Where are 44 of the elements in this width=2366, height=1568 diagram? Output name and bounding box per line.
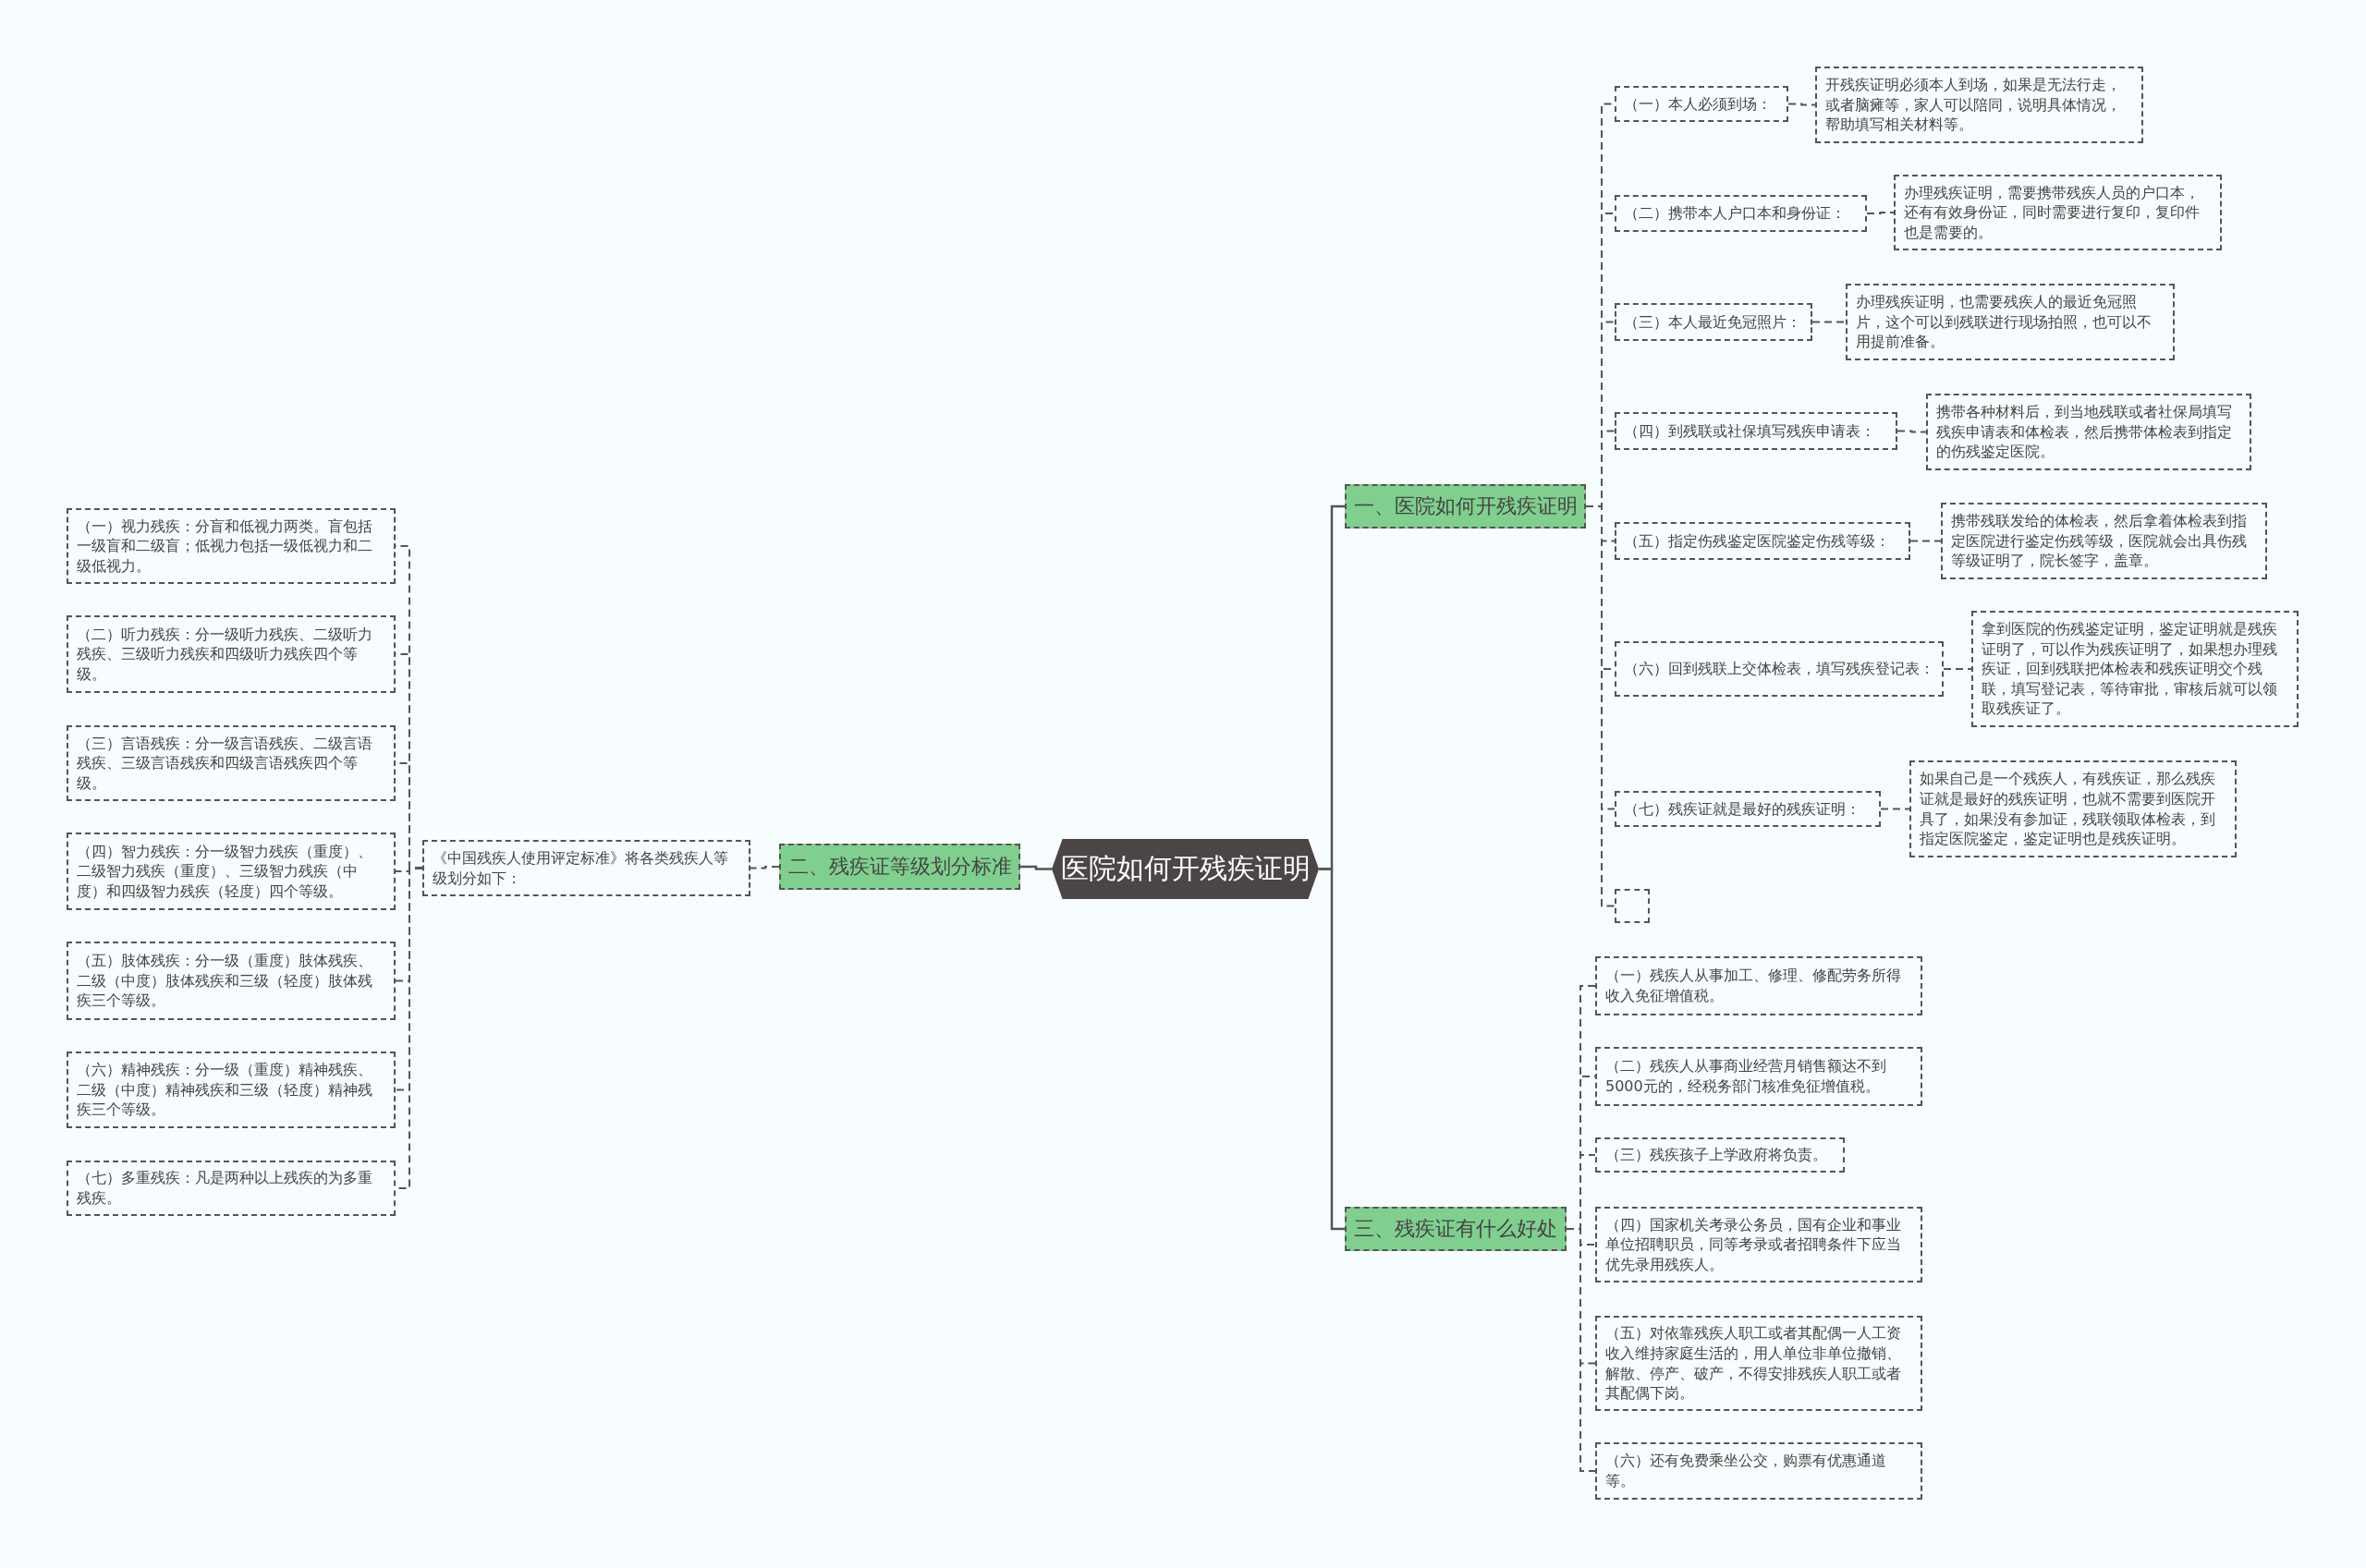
text-box: （二）听力残疾：分一级听力残疾、二级听力残疾、三级听力残疾和四级听力残疾四个等级。 — [67, 615, 396, 693]
connector-line — [1943, 668, 1972, 670]
subtopic-box: （六）回到残联上交体检表，填写残疾登记表： — [1615, 641, 1944, 697]
text-box: 携带残联发给的体检表，然后拿着体检表到指定医院进行鉴定伤残等级，医院就会出具伤残等级证明了，院长签字，盖章。 — [1941, 503, 2267, 579]
text-box: 携带各种材料后，到当地残联或者社保局填写残疾申请表和体检表，然后携带体检表到指定的伤残鉴定医院。 — [1926, 394, 2251, 470]
connector-line — [1319, 868, 1345, 1231]
connector-line — [1866, 212, 1895, 214]
text-box: （三）残疾孩子上学政府将负责。 — [1595, 1137, 1845, 1173]
connector-line — [1896, 430, 1927, 433]
text-box: 拿到医院的伤残鉴定证明，鉴定证明就是残疾证明了，可以作为残疾证明了，如果想办理残疾证，回到残联把体检表和残疾证明交个残联，填写登记表，等待审批，审核后就可以领取残疾证了。 — [1971, 611, 2299, 727]
connector-line — [1020, 865, 1052, 870]
text-box: （六）精神残疾：分一级（重度）精神残疾、二级（中度）精神残疾和三级（轻度）精神残疾三个等级。 — [67, 1051, 396, 1128]
subtopic-box: （三）本人最近免冠照片： — [1615, 303, 1812, 341]
text-box: （四）智力残疾：分一级智力残疾（重度）、二级智力残疾（重度）、三级智力残疾（中度）和四级智力残疾（轻度）四个等级。 — [67, 833, 396, 910]
subtopic-box: （二）携带本人户口本和身份证： — [1615, 195, 1867, 232]
text-box: 如果自己是一个残疾人，有残疾证，那么残疾证就是最好的残疾证明，也就不需要到医院开具了，如果没有参加证，残联领取体检表，到指定医院鉴定，鉴定证明也是残疾证明。 — [1909, 760, 2237, 857]
topic-box: 二、残疾证等级划分标准 — [779, 844, 1020, 890]
connector-line — [1566, 1228, 1596, 1472]
text-box: （一）视力残疾：分盲和低视力两类。盲包括一级盲和二级盲；低视力包括一级低视力和二级低视力。 — [67, 508, 396, 584]
subtopic-box: （四）到残联或社保填写残疾申请表： — [1615, 412, 1897, 450]
connector-line — [1787, 103, 1816, 106]
subtopic-box: （一）本人必须到场： — [1615, 86, 1788, 122]
text-box: （三）言语残疾：分一级言语残疾、二级言语残疾、三级言语残疾和四级言语残疾四个等级。 — [67, 725, 396, 801]
empty-box — [1615, 889, 1650, 923]
topic-box: 一、医院如何开残疾证明 — [1345, 484, 1586, 529]
topic-box: 三、残疾证有什么好处 — [1345, 1207, 1567, 1251]
text-box: （四）国家机关考录公务员，国有企业和事业单位招聘职员，同等考录或者招聘条件下应当优先录用残疾人。 — [1595, 1207, 1922, 1282]
subtopic-box: （五）指定伤残鉴定医院鉴定伤残等级： — [1615, 522, 1910, 560]
text-box: （七）多重残疾：凡是两种以上残疾的为多重残疾。 — [67, 1161, 396, 1216]
connector-line — [1880, 808, 1910, 810]
connector-line — [1811, 321, 1847, 323]
central-topic: 医院如何开残疾证明 — [1052, 839, 1319, 899]
text-box: （二）残疾人从事商业经营月销售额达不到5000元的，经税务部门核准免征增值税。 — [1595, 1047, 1922, 1106]
text-box: 办理残疾证明，也需要残疾人的最近免冠照片，这个可以到残联进行现场拍照，也可以不用提前准备。 — [1846, 284, 2175, 360]
subtopic-box: （七）残疾证就是最好的残疾证明： — [1615, 791, 1881, 827]
text-box: 办理残疾证明，需要携带残疾人员的户口本，还有有效身份证，同时需要进行复印，复印件也是需要的。 — [1894, 175, 2222, 250]
connector-line — [1909, 540, 1942, 542]
text-box: （六）还有免费乘坐公交，购票有优惠通道等。 — [1595, 1442, 1922, 1500]
connector-line — [750, 866, 780, 869]
text-box: （五）肢体残疾：分一级（重度）肢体残疾、二级（中度）肢体残疾和三级（轻度）肢体残疾三个等级。 — [67, 942, 396, 1020]
text-box: （五）对依靠残疾人职工或者其配偶一人工资收入维持家庭生活的，用人单位非单位撤销、解散、停产、破产，不得安排残疾人职工或者其配偶下岗。 — [1595, 1316, 1922, 1411]
text-box: 开残疾证明必须本人到场，如果是无法行走，或者脑瘫等，家人可以陪同，说明具体情况，帮助填写相关材料等。 — [1815, 67, 2143, 143]
text-box: 《中国残疾人使用评定标准》将各类残疾人等级划分如下： — [422, 840, 750, 896]
text-box: （一）残疾人从事加工、修理、修配劳务所得收入免征增值税。 — [1595, 956, 1922, 1015]
